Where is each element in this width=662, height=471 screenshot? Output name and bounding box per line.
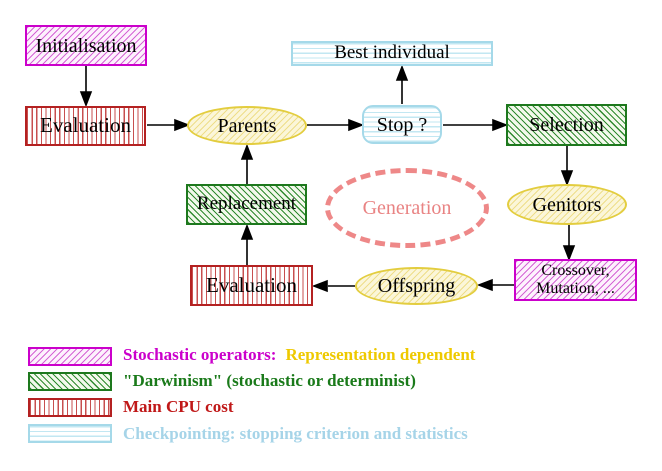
- node-generation-cycle: Generation: [325, 168, 489, 248]
- arrow-parents-to-stop: [307, 118, 365, 132]
- legend-swatch-stochastic-operators: [28, 347, 112, 366]
- legend-label-stochastic-operators: Stochastic operators: Representation depe…: [123, 345, 475, 365]
- node-crossover-mutation: Crossover, Mutation, ...: [514, 259, 637, 301]
- crossover-label-line1: Crossover,: [541, 262, 610, 280]
- arrow-offspring-to-evaluation: [311, 279, 355, 293]
- legend-swatch-checkpointing: [28, 424, 112, 443]
- legend-swatch-darwinism: [28, 372, 112, 391]
- legend-label-cpu-cost: Main CPU cost: [123, 397, 234, 416]
- node-stop: Stop ?: [362, 105, 442, 144]
- node-replacement: Replacement: [186, 184, 307, 225]
- arrow-replacement-to-parents: [240, 143, 254, 184]
- node-initialisation: Initialisation: [25, 25, 147, 66]
- node-selection: Selection: [506, 104, 627, 146]
- legend-swatch-cpu-cost: [28, 398, 112, 417]
- node-best-individual: Best individual: [291, 41, 493, 66]
- legend-label-checkpointing: Checkpointing: stopping criterion and st…: [123, 424, 468, 443]
- arrow-selection-to-genitors: [560, 146, 574, 187]
- arrow-stop-to-best-individual: [395, 64, 409, 104]
- node-evaluation-top: Evaluation: [25, 106, 146, 146]
- node-genitors: Genitors: [507, 184, 627, 225]
- arrow-evaluation-to-replacement: [240, 223, 254, 265]
- crossover-label-line2: Mutation, ...: [536, 280, 615, 297]
- arrow-initialisation-to-evaluation: [79, 66, 93, 108]
- arrow-stop-to-selection: [443, 118, 509, 132]
- node-evaluation-bottom: Evaluation: [190, 265, 313, 306]
- arrow-crossover-to-offspring: [476, 278, 514, 292]
- arrow-evaluation-to-parents: [147, 118, 191, 132]
- legend-label-darwinism: "Darwinism" (stochastic or determinist): [123, 371, 416, 390]
- legend-label-representation-dependent: Representation dependent: [285, 345, 476, 364]
- arrow-genitors-to-crossover: [562, 225, 576, 262]
- legend-label-stochastic-operators-primary: Stochastic operators:: [123, 345, 277, 364]
- node-offspring: Offspring: [355, 267, 478, 305]
- node-parents: Parents: [187, 106, 307, 145]
